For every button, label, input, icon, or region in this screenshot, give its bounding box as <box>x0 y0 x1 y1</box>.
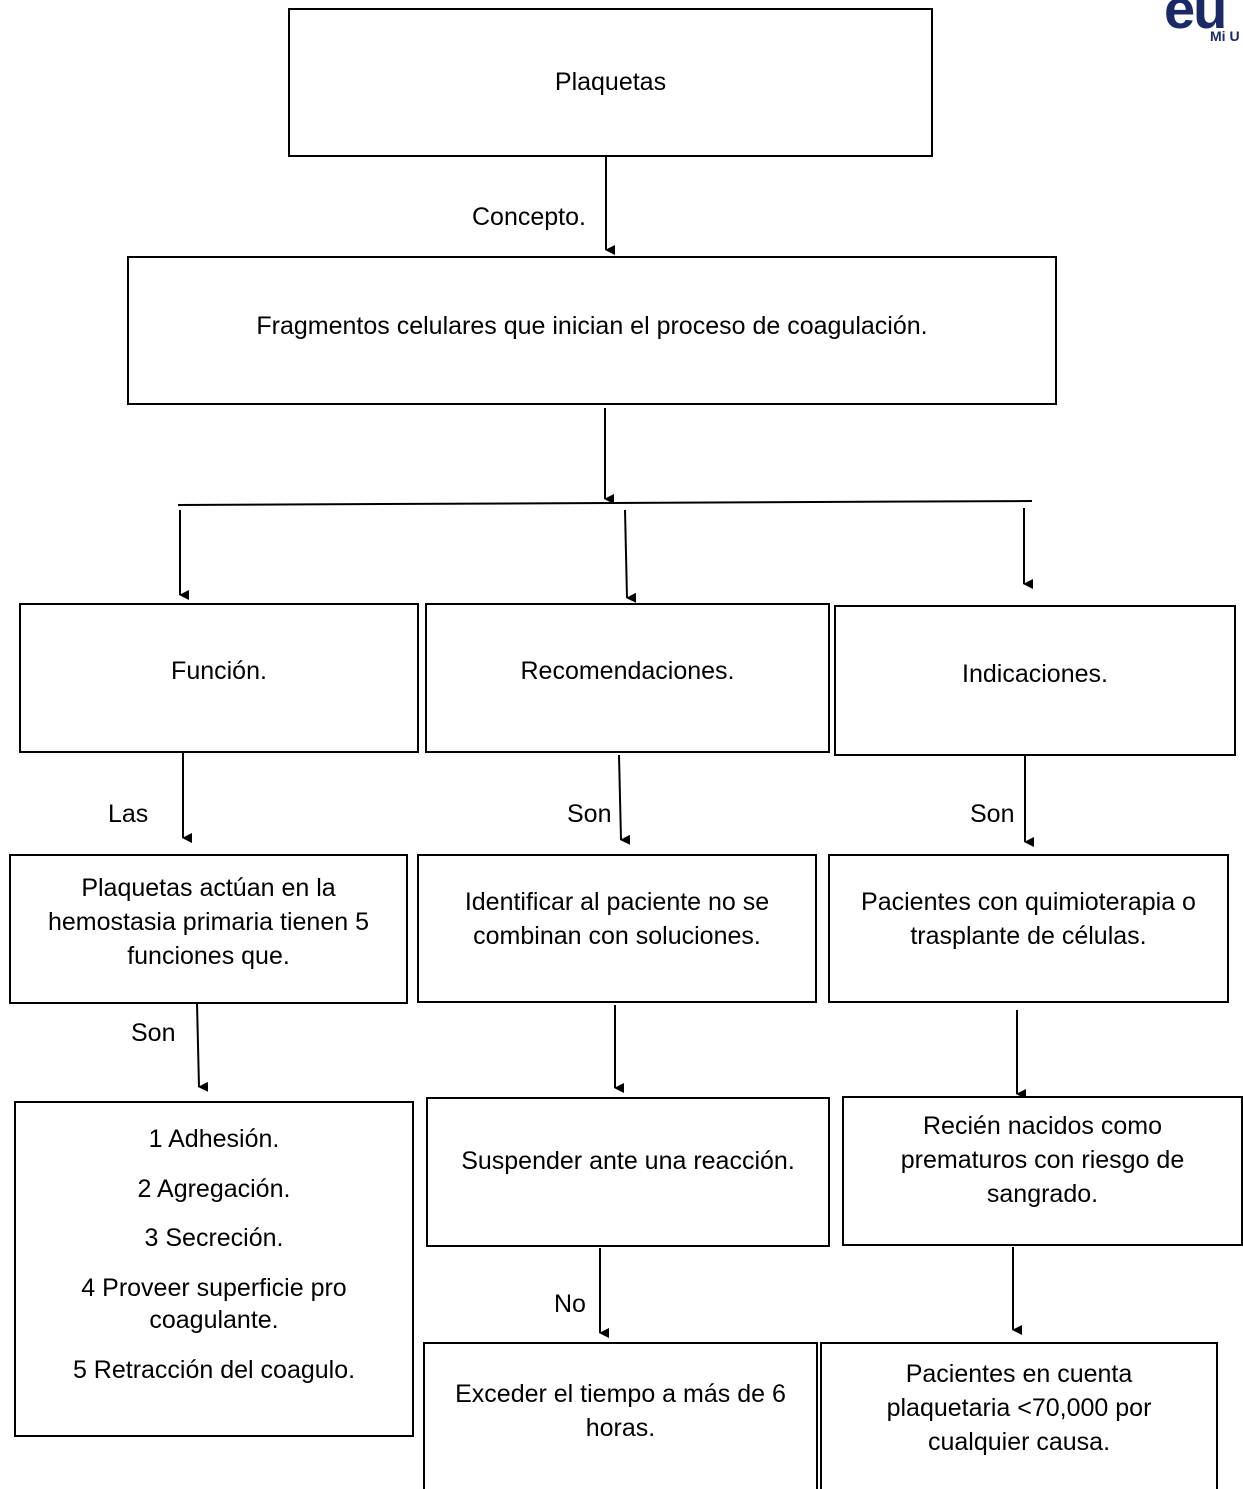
node-indic-3-text: Pacientes en cuenta plaquetaria <70,000 … <box>886 1360 1152 1456</box>
node-plaquetas: Plaquetas <box>288 8 933 157</box>
functions-list: 1 Adhesión. 2 Agregación. 3 Secreción. 4… <box>26 1103 402 1386</box>
list-item: 2 Agregación. <box>137 1174 291 1203</box>
node-recom-2: Suspender ante una reacción. <box>426 1097 830 1247</box>
node-recom-1-text: Identificar al paciente no se combinan c… <box>464 888 770 950</box>
list-item: 4 Proveer superficie pro coagulante. <box>81 1273 347 1335</box>
node-funcion: Función. <box>19 603 419 753</box>
node-concept: Fragmentos celulares que inician el proc… <box>127 256 1057 405</box>
edge-label-las: Las <box>108 800 149 828</box>
node-recom-3-text: Exceder el tiempo a más de 6 horas. <box>455 1380 786 1442</box>
node-recom-1: Identificar al paciente no se combinan c… <box>417 854 817 1003</box>
list-item: 1 Adhesión. <box>148 1125 280 1153</box>
node-functions-list: 1 Adhesión. 2 Agregación. 3 Secreción. 4… <box>14 1101 414 1437</box>
edge-label-son-recom: Son <box>567 800 612 828</box>
node-indic-2: Recién nacidos como prematuros con riesg… <box>842 1096 1243 1246</box>
node-indic-1: Pacientes con quimioterapia o trasplante… <box>828 854 1229 1003</box>
edge-label-son-indic: Son <box>970 800 1015 828</box>
node-recom-2-text: Suspender ante una reacción. <box>461 1147 795 1175</box>
list-item: 5 Retracción del coagulo. <box>72 1355 356 1384</box>
node-indic-1-text: Pacientes con quimioterapia o trasplante… <box>861 888 1196 950</box>
node-funcion-text: Función. <box>171 657 267 685</box>
logo-text: Mi U <box>1210 28 1240 44</box>
node-plaquetas-text: Plaquetas <box>554 67 667 96</box>
node-recom-3: Exceder el tiempo a más de 6 horas. <box>423 1342 818 1489</box>
list-item: 3 Secreción. <box>144 1224 284 1252</box>
institution-logo: eu Mi U <box>1150 0 1243 46</box>
node-indic-3: Pacientes en cuenta plaquetaria <70,000 … <box>820 1342 1218 1489</box>
node-indicaciones: Indicaciones. <box>834 605 1236 756</box>
split-line <box>177 500 1033 506</box>
node-concept-text: Fragmentos celulares que inician el proc… <box>256 312 928 340</box>
node-funcion-detail-text: Plaquetas actúan en la hemostasia primar… <box>48 874 369 970</box>
node-recomendaciones-text: Recomendaciones. <box>520 657 735 685</box>
node-indic-2-text: Recién nacidos como prematuros con riesg… <box>900 1112 1185 1208</box>
edge-label-son-func: Son <box>131 1019 176 1047</box>
arrow-recom-to-1 <box>618 754 631 845</box>
node-indicaciones-text: Indicaciones. <box>962 660 1108 688</box>
node-recomendaciones: Recomendaciones. <box>425 603 830 753</box>
arrow-detail-to-list <box>196 1002 209 1092</box>
node-funcion-detail: Plaquetas actúan en la hemostasia primar… <box>9 854 408 1004</box>
arrow-to-recomendaciones <box>624 509 637 603</box>
edge-label-no: No <box>554 1290 586 1318</box>
logo-mark: eu <box>1164 0 1227 40</box>
edge-label-concepto: Concepto. <box>472 203 586 231</box>
